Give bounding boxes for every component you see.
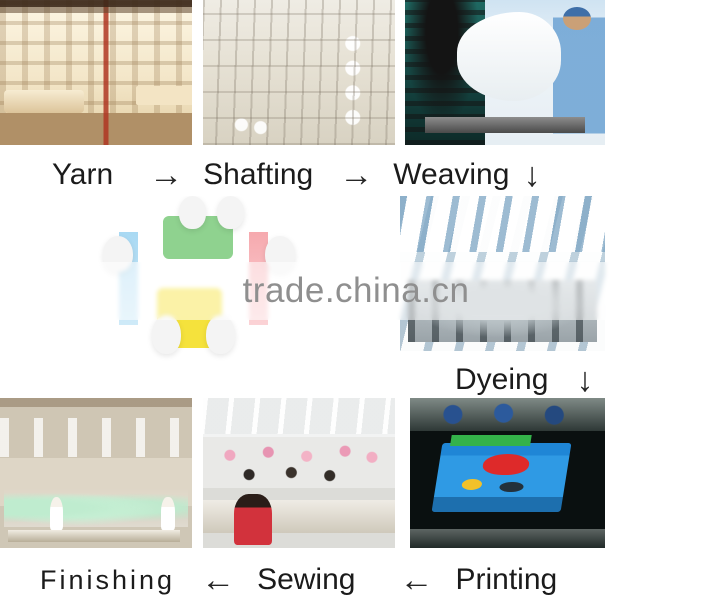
print-heads — [410, 398, 605, 431]
printed-towel — [431, 443, 572, 512]
photo-weaving — [405, 0, 605, 145]
weaving-loom-image — [405, 0, 605, 145]
figure-top-right — [216, 196, 244, 229]
flow-row-2: Dyeing ↓ — [455, 358, 705, 402]
figure-top-left — [178, 196, 206, 229]
yarn-warehouse-image — [0, 0, 192, 145]
loom-rail — [425, 117, 585, 134]
worker-figure — [49, 497, 64, 530]
printing-table-image — [410, 398, 605, 548]
photo-teamwork-illustration — [60, 196, 330, 361]
towel-dark-motif — [499, 481, 525, 492]
figure-bottom-right — [205, 314, 236, 355]
arrow-right-icon: → — [339, 156, 374, 194]
worker-figure — [161, 497, 175, 530]
arrow-shape-red — [249, 232, 268, 325]
photo-sewing — [203, 398, 395, 548]
dyeing-hall-image — [400, 196, 605, 351]
mint-fabric-stacks — [3, 488, 189, 527]
print-table-rail — [410, 528, 605, 548]
arrow-down-icon: ↓ — [523, 156, 541, 194]
work-table — [7, 530, 181, 542]
arrow-left-icon: ← — [201, 561, 236, 599]
photo-printing — [410, 398, 605, 548]
arrow-down-icon: ↓ — [576, 361, 594, 399]
seated-workers — [203, 443, 395, 494]
figure-left — [103, 235, 133, 272]
worker-red-shirt — [233, 494, 273, 545]
figure-bottom-left — [151, 314, 182, 355]
flow-label-printing: Printing — [455, 563, 558, 596]
figure-right — [265, 235, 295, 272]
photo-dyeing — [400, 196, 605, 351]
worker-head — [563, 7, 591, 31]
teamwork-puzzle-image — [60, 196, 330, 361]
photo-yarn — [0, 0, 192, 145]
flow-label-weaving: Weaving — [393, 158, 510, 191]
towel-heart-motif — [481, 454, 532, 475]
flow-label-dyeing: Dyeing — [455, 363, 549, 396]
arrow-left-icon: ← — [399, 561, 434, 599]
finishing-workshop-image — [0, 398, 192, 548]
towel-yellow-motif — [461, 478, 484, 490]
flow-row-3: Finishing ← Sewing ← Printing — [40, 558, 700, 602]
dyeing-machinery — [408, 279, 597, 342]
flow-row-1: Yarn → Shafting → Weaving ↓ — [52, 152, 652, 198]
flow-label-sewing: Sewing — [257, 563, 356, 596]
flow-label-yarn: Yarn — [52, 158, 114, 191]
fabric-roll — [457, 11, 561, 102]
flow-label-finishing: Finishing — [40, 564, 176, 595]
sewing-benches — [203, 500, 395, 533]
sewing-floor-image — [203, 398, 395, 548]
flow-label-shafting: Shafting — [203, 158, 314, 191]
photo-finishing — [0, 398, 192, 548]
shafting-creel-image — [203, 0, 395, 145]
photo-shafting — [203, 0, 395, 145]
dyeing-skylight-roof — [400, 196, 605, 252]
arrow-right-icon: → — [149, 156, 184, 194]
